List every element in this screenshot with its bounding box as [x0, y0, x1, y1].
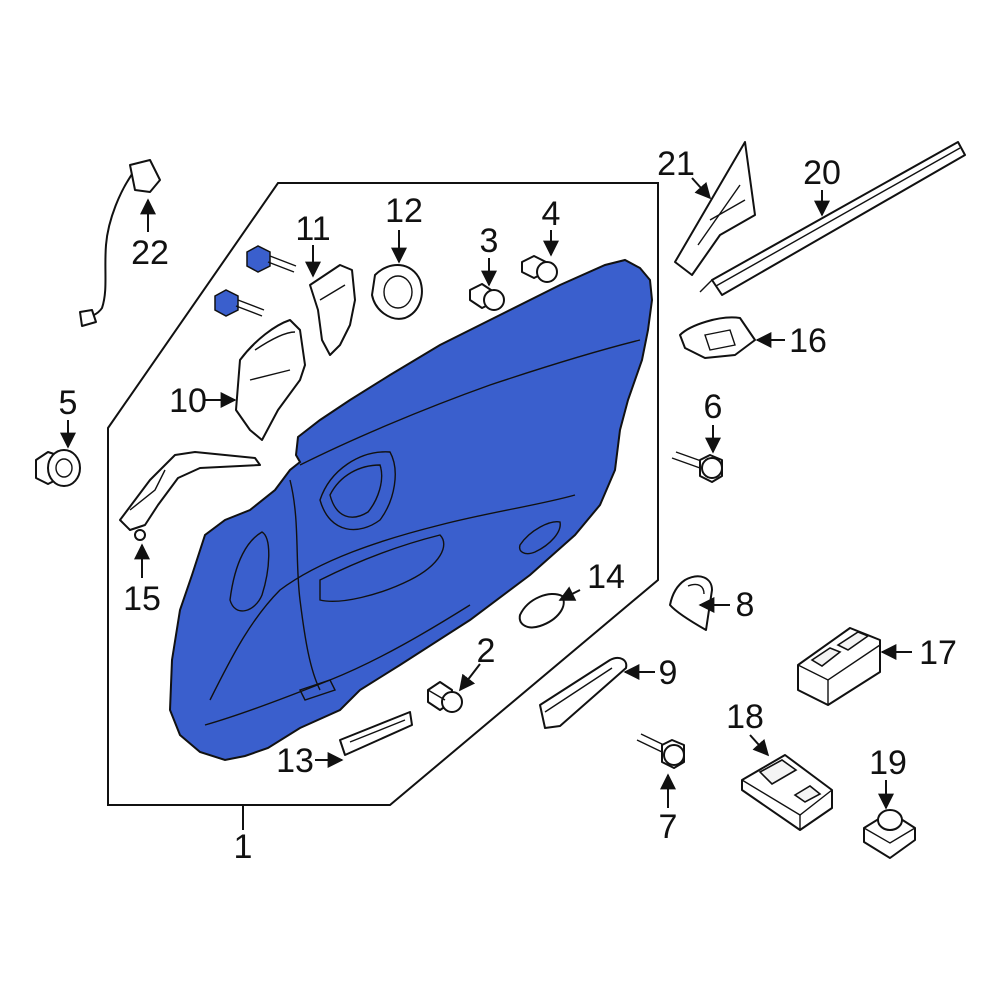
callout-18: 18 — [726, 698, 764, 736]
part-3-clip[interactable] — [469, 283, 505, 311]
part-14-lens[interactable] — [518, 593, 565, 629]
part-19-knob[interactable] — [863, 809, 916, 859]
callout-15: 15 — [123, 580, 161, 618]
part-17-switch[interactable] — [797, 627, 881, 706]
callout-16: 16 — [789, 322, 827, 360]
callout-12: 12 — [385, 192, 423, 230]
leader-14 — [558, 586, 581, 601]
callout-22: 22 — [131, 234, 169, 272]
part-11-bracket[interactable] — [309, 264, 356, 356]
panel-upper-line — [299, 339, 641, 466]
part-8-cover[interactable] — [669, 575, 713, 631]
panel-small-recess — [518, 521, 561, 555]
door-trim-panel-shape[interactable] — [168, 258, 654, 762]
callout-4: 4 — [542, 195, 561, 233]
callout-3: 3 — [480, 222, 499, 260]
part-12-vent[interactable] — [371, 264, 423, 320]
callout-1: 1 — [234, 828, 253, 866]
part-10-bracket[interactable] — [235, 319, 306, 441]
part-18-switch[interactable] — [741, 754, 833, 831]
screw-lower[interactable] — [214, 289, 265, 317]
panel-handle-recess — [319, 451, 396, 531]
part-7-bolt[interactable] — [636, 733, 685, 769]
callout-11: 11 — [295, 210, 330, 248]
part-21-corner-trim[interactable] — [674, 141, 756, 276]
assembly-boundary — [107, 182, 659, 806]
callout-20: 20 — [803, 154, 841, 192]
panel-handle-inner — [329, 464, 383, 518]
callout-8: 8 — [736, 586, 755, 624]
callout-21: 21 — [657, 145, 695, 183]
door-trim-panel[interactable] — [168, 258, 654, 762]
callout-10: 10 — [169, 382, 207, 420]
panel-armrest-line — [209, 494, 576, 701]
callout-17: 17 — [919, 634, 957, 672]
part-13-reflector[interactable] — [339, 711, 413, 756]
panel-switch-opening — [229, 531, 270, 612]
part-9-strip[interactable] — [539, 657, 628, 729]
screw-upper[interactable] — [246, 245, 297, 273]
callout-5: 5 — [59, 384, 78, 422]
part-2-clip[interactable] — [427, 681, 463, 713]
callout-9: 9 — [659, 654, 678, 692]
part-6-bolt[interactable] — [671, 451, 723, 483]
panel-grab-handle — [319, 534, 445, 602]
part-22-harness[interactable] — [79, 159, 161, 327]
part-4-clip[interactable] — [521, 255, 558, 283]
leader-18 — [749, 734, 770, 757]
callout-7: 7 — [659, 808, 678, 846]
leader-lines — [60, 177, 912, 830]
panel-lower-detail — [299, 679, 336, 701]
callout-6: 6 — [704, 388, 723, 426]
callout-labels: 1 2 3 4 5 6 7 8 9 10 11 12 13 14 15 16 1… — [59, 145, 957, 866]
leader-2 — [459, 663, 481, 692]
part-15-lever[interactable] — [119, 451, 261, 541]
panel-ridge-line — [289, 479, 321, 691]
leader-21 — [691, 177, 712, 200]
part-5-grommet[interactable] — [35, 449, 81, 487]
callout-13: 13 — [276, 742, 314, 780]
part-20-weatherstrip[interactable] — [699, 141, 966, 296]
callout-14: 14 — [587, 558, 625, 596]
part-16-switch-cap[interactable] — [679, 316, 756, 359]
callout-19: 19 — [869, 744, 907, 782]
callout-2: 2 — [477, 632, 496, 670]
